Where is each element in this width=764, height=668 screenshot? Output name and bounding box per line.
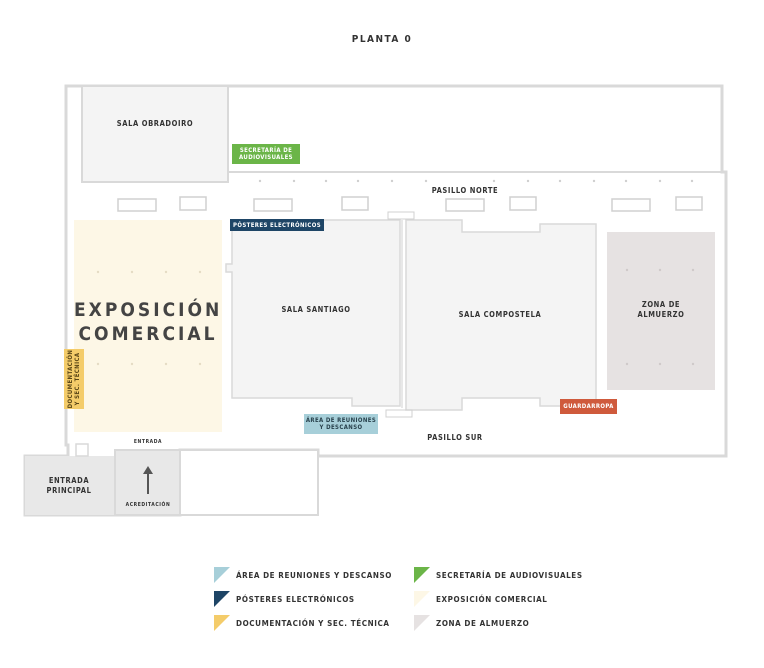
- tag-guardarropa: GUARDARROPA: [560, 399, 617, 414]
- legend-label: PÓSTERES ELECTRÓNICOS: [236, 594, 355, 604]
- room-label-almuerzo: ZONA DE ALMUERZO: [637, 300, 685, 319]
- legend-swatch: [414, 591, 430, 607]
- legend-label: ZONA DE ALMUERZO: [436, 618, 530, 628]
- legend-swatch: [414, 615, 430, 631]
- corridor-label-norte: PASILLO NORTE: [431, 186, 499, 195]
- legend-label: EXPOSICIÓN COMERCIAL: [436, 594, 548, 604]
- room-label-entrada-principal: ENTRADA PRINCIPAL: [46, 476, 92, 495]
- room-label-compostela: SALA COMPOSTELA: [458, 310, 542, 319]
- corridor-fixtures: [117, 196, 703, 212]
- area-exposicion: [74, 220, 222, 432]
- room-label-santiago: SALA SANTIAGO: [281, 305, 351, 314]
- room-label-exposicion: EXPOSICIÓN COMERCIAL: [74, 299, 223, 345]
- corridor-label-sur: PASILLO SUR: [427, 433, 483, 442]
- legend-item: PÓSTERES ELECTRÓNICOS: [214, 591, 355, 607]
- corridor-label-entrada: ENTRADA: [133, 439, 163, 445]
- tag-reuniones: ÁREA DE REUNIONES Y DESCANSO: [304, 414, 378, 434]
- legend-item: EXPOSICIÓN COMERCIAL: [414, 591, 547, 607]
- legend-swatch: [214, 615, 230, 631]
- partition-marks: [385, 211, 415, 418]
- room-santiago: [225, 219, 401, 407]
- corridor-dots: [258, 179, 694, 183]
- legend: ÁREA DE REUNIONES Y DESCANSO PÓSTERES ELE…: [214, 567, 594, 647]
- legend-item: DOCUMENTACIÓN Y SEC. TÉCNICA: [214, 615, 390, 631]
- corridor-label-acreditacion: ACREDITACIÓN: [125, 502, 171, 508]
- legend-swatch: [214, 567, 230, 583]
- expo-dots: [96, 270, 202, 366]
- legend-item: SECRETARÍA DE AUDIOVISUALES: [414, 567, 583, 583]
- room-label-obradoiro: SALA OBRADOIRO: [116, 119, 194, 128]
- area-entrada-principal: [25, 456, 115, 515]
- tag-secretaria: SECRETARÍA DE AUDIOVISUALES: [232, 144, 300, 164]
- legend-label: SECRETARÍA DE AUDIOVISUALES: [436, 570, 583, 580]
- legend-label: ÁREA DE REUNIONES Y DESCANSO: [236, 570, 393, 580]
- legend-label: DOCUMENTACIÓN Y SEC. TÉCNICA: [236, 618, 390, 628]
- tag-posteres: PÓSTERES ELECTRÓNICOS: [230, 219, 324, 231]
- tag-documentacion: DOCUMENTACIÓN Y SEC. TÉCNICA: [64, 349, 84, 409]
- legend-item: ZONA DE ALMUERZO: [414, 615, 529, 631]
- legend-swatch: [414, 567, 430, 583]
- legend-swatch: [214, 591, 230, 607]
- page-title: PLANTA 0: [351, 34, 413, 45]
- legend-item: ÁREA DE REUNIONES Y DESCANSO: [214, 567, 392, 583]
- room-obradoiro: [81, 85, 229, 183]
